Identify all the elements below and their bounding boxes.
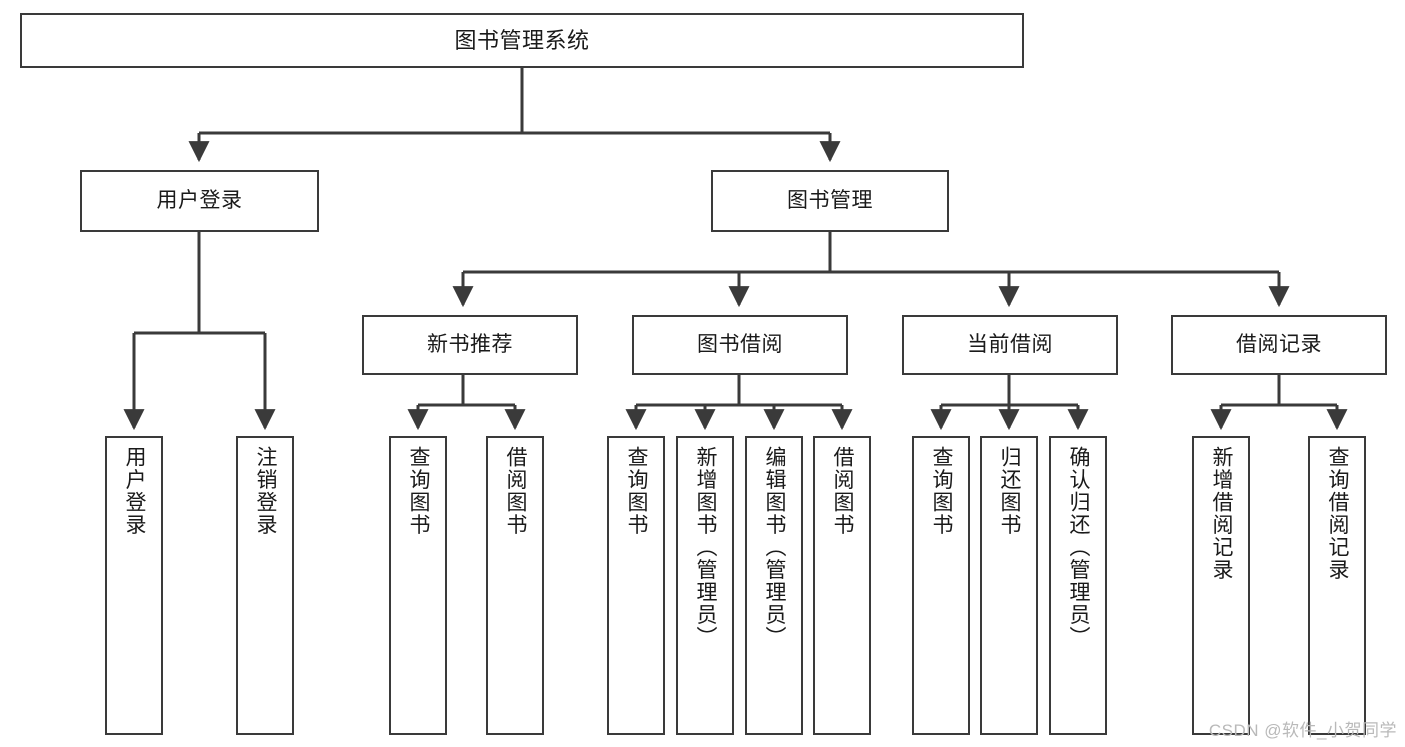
- node-current-borrow[interactable]: 当前借阅: [902, 315, 1118, 375]
- node-label: 注销登录: [254, 446, 278, 536]
- node-leaf-borrow-book-1[interactable]: 借阅图书: [486, 436, 544, 735]
- node-label: 新书推荐: [427, 332, 513, 356]
- node-label: 图书管理: [787, 188, 873, 212]
- node-book-borrow[interactable]: 图书借阅: [632, 315, 848, 375]
- node-book-manage[interactable]: 图书管理: [711, 170, 949, 232]
- node-label: 用户登录: [123, 446, 147, 536]
- node-label: 查询图书: [625, 446, 649, 536]
- node-user-login[interactable]: 用户登录: [80, 170, 319, 232]
- node-leaf-user-login[interactable]: 用户登录: [105, 436, 163, 735]
- node-leaf-borrow-book-2[interactable]: 借阅图书: [813, 436, 871, 735]
- node-label: 查询借阅记录: [1326, 446, 1350, 581]
- node-label: 当前借阅: [967, 332, 1053, 356]
- node-label: 查询图书: [930, 446, 954, 536]
- node-label: 编辑图书（管理员）: [763, 446, 787, 649]
- node-label: 图书管理系统: [454, 27, 590, 53]
- node-root-system[interactable]: 图书管理系统: [20, 13, 1024, 68]
- node-new-book-recommend[interactable]: 新书推荐: [362, 315, 578, 375]
- node-label: 借阅图书: [504, 446, 528, 536]
- node-label: 查询图书: [407, 446, 431, 536]
- node-leaf-logout[interactable]: 注销登录: [236, 436, 294, 735]
- node-leaf-query-book-1[interactable]: 查询图书: [389, 436, 447, 735]
- node-label: 新增图书（管理员）: [694, 446, 718, 649]
- node-leaf-return-book[interactable]: 归还图书: [980, 436, 1038, 735]
- node-borrow-record[interactable]: 借阅记录: [1171, 315, 1387, 375]
- node-label: 确认归还（管理员）: [1067, 446, 1091, 649]
- node-leaf-confirm-return[interactable]: 确认归还（管理员）: [1049, 436, 1107, 735]
- node-leaf-edit-book[interactable]: 编辑图书（管理员）: [745, 436, 803, 735]
- node-leaf-query-book-3[interactable]: 查询图书: [912, 436, 970, 735]
- node-label: 用户登录: [156, 188, 243, 212]
- node-label: 新增借阅记录: [1210, 446, 1234, 581]
- csdn-watermark: CSDN @软件_小贺同学: [1208, 721, 1397, 740]
- node-label: 图书借阅: [697, 332, 783, 356]
- node-label: 归还图书: [998, 446, 1022, 536]
- node-label: 借阅记录: [1236, 332, 1322, 356]
- node-leaf-query-record[interactable]: 查询借阅记录: [1308, 436, 1366, 735]
- node-label: 借阅图书: [831, 446, 855, 536]
- node-leaf-query-book-2[interactable]: 查询图书: [607, 436, 665, 735]
- node-leaf-add-record[interactable]: 新增借阅记录: [1192, 436, 1250, 735]
- node-leaf-add-book[interactable]: 新增图书（管理员）: [676, 436, 734, 735]
